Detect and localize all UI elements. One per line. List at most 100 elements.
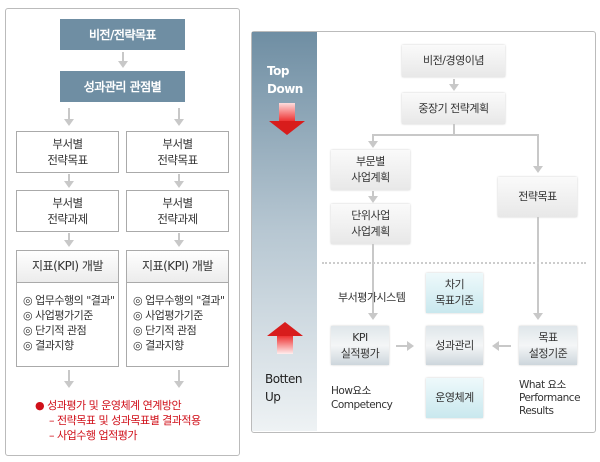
text: Performance bbox=[519, 392, 581, 404]
arrow-down-icon bbox=[533, 166, 543, 173]
arrow-down-icon bbox=[368, 141, 378, 148]
arrow-line bbox=[453, 79, 455, 85]
kpi-item: ◎ 사업평가기준 bbox=[133, 309, 203, 322]
connector bbox=[372, 244, 374, 314]
text: 부서별 bbox=[52, 196, 83, 210]
text: 사업계획 bbox=[351, 225, 390, 238]
text: 목표기준 bbox=[435, 294, 474, 307]
kpi-title: 지표(KPI) 개발 bbox=[17, 251, 118, 283]
text: Botten bbox=[265, 372, 302, 386]
kpi-box: 지표(KPI) 개발 ◎ 업무수행의 "결과" ◎ 사업평가기준 ◎ 단기적 관… bbox=[16, 250, 119, 367]
arrow-line bbox=[372, 191, 374, 196]
arrow-line bbox=[68, 370, 70, 382]
arrow-line bbox=[178, 233, 180, 241]
arrow-left-icon bbox=[492, 341, 499, 351]
linkage-note: ● 성과평가 및 운영체계 연계방안 – 전략목표 및 성과목표별 결과적용 –… bbox=[35, 398, 201, 443]
note-line: – 사업수행 업적평가 bbox=[49, 429, 137, 442]
text: 운영체계 bbox=[435, 391, 474, 404]
text: 전략목표 bbox=[47, 153, 88, 167]
text: Competency bbox=[331, 399, 393, 411]
arrow-down-icon bbox=[64, 240, 74, 247]
kpi-item: ◎ 업무수행의 "결과" bbox=[23, 294, 115, 307]
dept-eval-label: 부서평가시스템 bbox=[338, 291, 406, 304]
text: KPI bbox=[352, 330, 368, 344]
text: 전략목표 bbox=[157, 153, 198, 167]
text: 전략과제 bbox=[157, 212, 198, 226]
arrow-down-icon bbox=[533, 313, 543, 320]
arrow-down-icon bbox=[368, 313, 378, 320]
perspective-label: 성과관리 관점별 bbox=[83, 80, 162, 94]
up-arrow-icon bbox=[267, 322, 303, 356]
note-title: 성과평가 및 운영체계 연계방안 bbox=[47, 399, 182, 412]
text: 목표 bbox=[538, 330, 558, 344]
text: Up bbox=[265, 390, 281, 404]
down-arrow-icon bbox=[269, 103, 305, 137]
text: 부서별 bbox=[52, 137, 83, 151]
connector bbox=[372, 134, 374, 142]
kpi-item: ◎ 업무수행의 "결과" bbox=[133, 294, 225, 307]
text: Results bbox=[519, 405, 554, 417]
text: 실적평가 bbox=[340, 346, 380, 360]
kpi-item: ◎ 결과지향 bbox=[23, 339, 74, 352]
connector bbox=[537, 134, 539, 167]
text: 부서별 bbox=[162, 137, 193, 151]
vision-mgmt-box: 비전/경영이념 bbox=[402, 45, 505, 77]
connector bbox=[453, 124, 455, 136]
kpi-item: ◎ 사업평가기준 bbox=[23, 309, 93, 322]
kpi-title: 지표(KPI) 개발 bbox=[127, 251, 228, 283]
note-line: – 전략목표 및 성과목표별 결과적용 bbox=[49, 414, 201, 427]
arrow-line bbox=[178, 174, 180, 182]
text: Down bbox=[267, 82, 303, 96]
arrow-line bbox=[396, 345, 408, 347]
text: 비전/경영이념 bbox=[423, 54, 484, 67]
text: What 요소 bbox=[519, 379, 566, 391]
arrow-line bbox=[68, 233, 70, 241]
kpi-eval-box: KPI 실적평가 bbox=[331, 326, 389, 365]
arrow-line bbox=[178, 108, 180, 120]
arrow-right-icon bbox=[407, 341, 414, 351]
midlong-plan-box: 중장기 전략계획 bbox=[402, 93, 505, 124]
kpi-box: 지표(KPI) 개발 ◎ 업무수행의 "결과" ◎ 사업평가기준 ◎ 단기적 관… bbox=[126, 250, 229, 367]
text: 단위사업 bbox=[351, 209, 390, 222]
arrow-line bbox=[122, 52, 124, 62]
arrow-down-icon bbox=[174, 119, 184, 126]
arrow-line bbox=[178, 370, 180, 382]
text: 설정기준 bbox=[528, 346, 568, 360]
text: Top bbox=[267, 64, 289, 78]
direction-sidebar bbox=[252, 32, 317, 431]
text: 부서별 bbox=[162, 196, 193, 210]
arrow-down-icon bbox=[174, 181, 184, 188]
text: 사업계획 bbox=[351, 171, 390, 184]
bullet-icon: ● bbox=[35, 399, 45, 412]
arrow-line bbox=[68, 174, 70, 182]
text: 차기 bbox=[444, 278, 465, 291]
arrow-down-icon bbox=[64, 381, 74, 388]
arrow-line bbox=[68, 108, 70, 120]
arrow-down-icon bbox=[64, 181, 74, 188]
divider bbox=[322, 262, 586, 264]
arrow-down-icon bbox=[449, 84, 459, 91]
perf-mgmt-box: 성과관리 bbox=[426, 326, 483, 365]
arrow-down-icon bbox=[368, 196, 378, 203]
text: 전략과제 bbox=[47, 212, 88, 226]
connector bbox=[372, 134, 539, 136]
text: How요소 bbox=[331, 385, 371, 397]
arrow-down-icon bbox=[118, 61, 128, 68]
kpi-item: ◎ 단기적 관점 bbox=[23, 324, 87, 337]
arrow-line bbox=[498, 345, 511, 347]
vision-label: 비전/전략목표 bbox=[88, 28, 157, 42]
strategic-goal-box: 전략목표 bbox=[498, 177, 577, 217]
perspective-box: 성과관리 관점별 bbox=[60, 71, 185, 102]
text: 성과관리 bbox=[435, 338, 474, 352]
arrow-down-icon bbox=[174, 240, 184, 247]
